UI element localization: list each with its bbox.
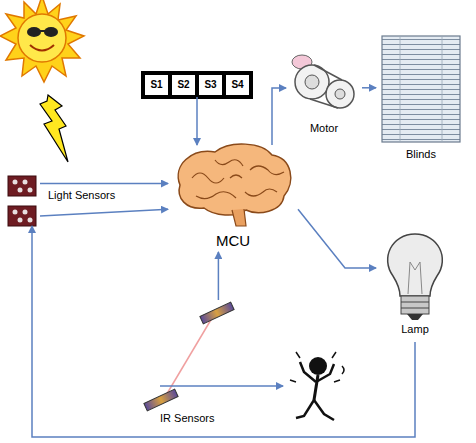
connector-arrow	[40, 209, 168, 216]
node-label: Motor	[286, 122, 362, 135]
switch-box: S3	[197, 73, 224, 97]
motor	[292, 55, 354, 108]
node-label: S4	[231, 79, 243, 91]
mcu: MCU	[168, 145, 298, 252]
lamp-bulb	[388, 234, 443, 320]
node-label: MCU	[168, 232, 298, 249]
connector-arrow	[32, 226, 415, 437]
connector-arrow	[298, 209, 376, 268]
sun	[0, 0, 84, 82]
node-label: S1	[150, 79, 162, 91]
motor: Motor	[286, 50, 362, 138]
switch-box: S4	[224, 73, 251, 97]
switch-box: S1	[143, 73, 170, 97]
connector-arrow	[362, 87, 376, 89]
connector-arrow	[218, 252, 220, 300]
ir-sensors: IR Sensors	[140, 300, 252, 428]
switch-strip	[141, 71, 253, 99]
light-sensor-icons	[8, 176, 36, 226]
lamp: Lamp	[376, 230, 454, 342]
connector-arrow	[272, 88, 286, 145]
node-label: S3	[204, 79, 216, 91]
light-sensors: Light Sensors	[6, 176, 40, 226]
ir-sensors	[144, 302, 283, 411]
blinds	[382, 36, 460, 142]
node-label: Blinds	[376, 148, 466, 161]
node-label: Light Sensors	[48, 189, 115, 202]
blinds: Blinds	[376, 32, 466, 162]
node-label: IR Sensors	[160, 412, 214, 425]
switch-box: S2	[170, 73, 197, 97]
connector-arrow	[196, 97, 198, 145]
person	[290, 352, 344, 420]
brain	[178, 144, 291, 226]
lightning-bolt	[40, 95, 68, 162]
node-label: Lamp	[376, 323, 454, 336]
connector-arrow	[40, 183, 168, 185]
node-label: S2	[177, 79, 189, 91]
